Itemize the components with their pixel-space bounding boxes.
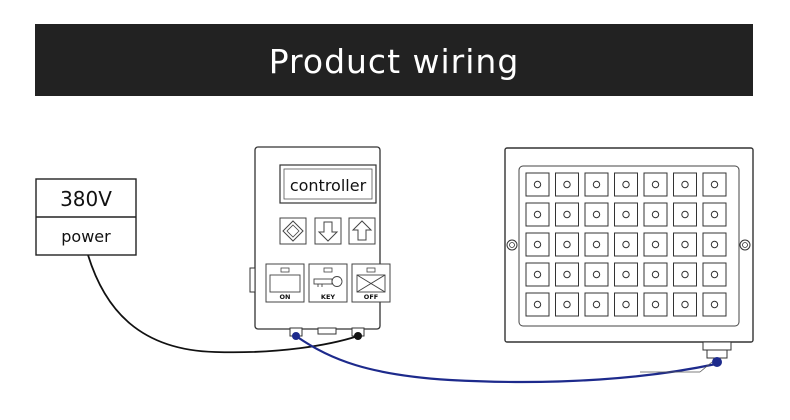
chuck-pole	[673, 202, 697, 227]
chuck-pole	[555, 262, 579, 287]
chuck-pole	[525, 172, 550, 197]
down-arrow-icon[interactable]	[314, 217, 342, 245]
chuck-pole	[584, 262, 609, 287]
power-connector	[351, 327, 365, 340]
power-box: 380V power	[35, 178, 137, 256]
chuck-pole	[525, 202, 550, 227]
chuck-pole	[702, 292, 727, 317]
key-button[interactable]: KEY	[308, 263, 348, 303]
off-button-label: OFF	[364, 293, 378, 301]
chuck-pole	[702, 262, 727, 287]
on-button-label: ON	[280, 293, 291, 301]
chuck-pole	[643, 292, 668, 317]
chuck-pole	[673, 262, 697, 287]
power-voltage: 380V	[60, 187, 112, 211]
on-button[interactable]: ON	[265, 263, 305, 303]
magnetic-chuck	[504, 147, 754, 373]
chuck-pole	[555, 292, 579, 317]
center-port	[317, 327, 337, 335]
banner-title: Product wiring	[268, 42, 520, 81]
chuck-pole	[643, 202, 668, 227]
pole-grid	[525, 172, 727, 317]
chuck-pole	[643, 232, 668, 257]
chuck-pole	[584, 232, 609, 257]
chuck-pole	[673, 172, 697, 197]
diamond-icon[interactable]	[279, 217, 307, 245]
power-label: power	[61, 227, 111, 246]
chuck-pole	[614, 202, 638, 227]
chuck-pole	[614, 292, 638, 317]
controller-display-text: controller	[290, 176, 367, 195]
chuck-pole	[643, 172, 668, 197]
chuck-pole	[525, 292, 550, 317]
key-icon	[313, 276, 343, 287]
chuck-pole	[584, 292, 609, 317]
chuck-pole	[555, 172, 579, 197]
chuck-pole	[584, 202, 609, 227]
up-arrow-icon[interactable]	[348, 217, 376, 245]
signal-connector	[289, 327, 303, 340]
power-cable	[87, 254, 359, 354]
chuck-pole	[525, 262, 550, 287]
controller-box: controller ON	[249, 146, 391, 340]
chuck-pole	[555, 202, 579, 227]
chuck-pole	[525, 232, 550, 257]
chuck-pole	[643, 262, 668, 287]
off-button[interactable]: OFF	[351, 263, 391, 303]
chuck-pole	[673, 292, 697, 317]
key-button-label: KEY	[321, 293, 335, 301]
chuck-pole	[614, 172, 638, 197]
title-banner: Product wiring	[35, 24, 753, 96]
chuck-pole	[555, 232, 579, 257]
chuck-pole	[614, 232, 638, 257]
chuck-pole	[673, 232, 697, 257]
controller-display	[279, 164, 377, 204]
chuck-pole	[702, 172, 727, 197]
chuck-pole	[702, 202, 727, 227]
chuck-connector	[640, 341, 732, 373]
signal-cable	[295, 335, 717, 384]
chuck-pole	[702, 232, 727, 257]
chuck-pole	[614, 262, 638, 287]
chuck-pole	[584, 172, 609, 197]
